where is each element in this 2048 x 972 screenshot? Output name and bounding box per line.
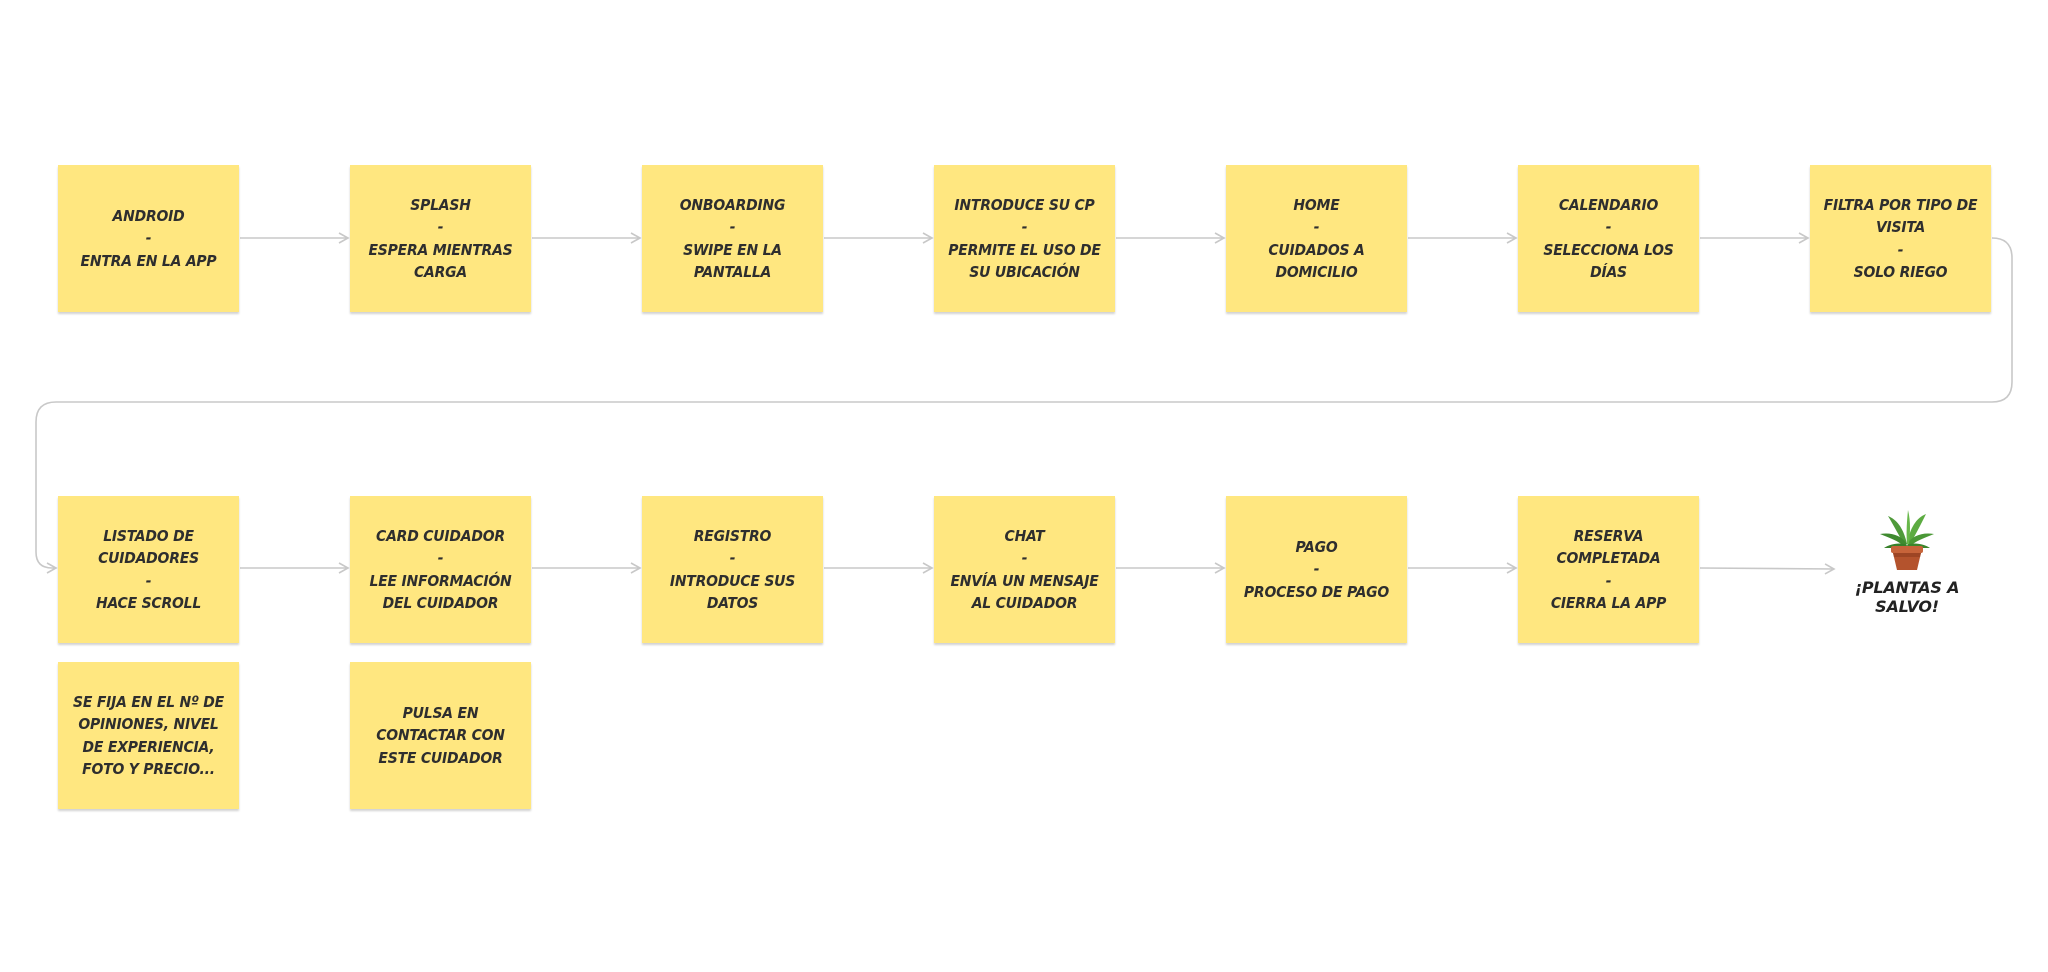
- sticky-note-postal-code[interactable]: Introduce su CP - Permite el uso de su u…: [934, 165, 1115, 312]
- sticky-note-text: Splash - Espera mientras carga: [368, 195, 513, 282]
- sticky-note-text: Pulsa en contactar con este cuidador: [376, 703, 505, 767]
- sticky-note-android[interactable]: Android - Entra en la app: [58, 165, 239, 312]
- sticky-note-registration[interactable]: Registro - Introduce sus datos: [642, 496, 823, 643]
- sticky-note-home[interactable]: Home - Cuidados a domicilio: [1226, 165, 1407, 312]
- sticky-note-text: Android - Entra en la app: [80, 206, 217, 270]
- sticky-note-text: Listado de cuidadores - Hace scroll: [95, 526, 202, 613]
- sticky-note-text: Se fija en el nº de opiniones, nivel de …: [73, 692, 224, 779]
- sticky-note-caregiver-list[interactable]: Listado de cuidadores - Hace scroll: [58, 496, 239, 643]
- sticky-note-text: Chat - Envía un mensaje al cuidador: [950, 526, 1099, 613]
- sticky-note-splash[interactable]: Splash - Espera mientras carga: [350, 165, 531, 312]
- sticky-note-card-detail[interactable]: Pulsa en contactar con este cuidador: [350, 662, 531, 809]
- sticky-note-text: Filtra por tipo de visita - Solo riego: [1823, 195, 1978, 282]
- sticky-note-text: Pago - Proceso de pago: [1243, 537, 1390, 601]
- sticky-note-calendar[interactable]: Calendario - Selecciona los días: [1518, 165, 1699, 312]
- sticky-note-text: Calendario - Selecciona los días: [1543, 195, 1674, 282]
- sticky-note-text: Registro - Introduce sus datos: [669, 526, 796, 613]
- sticky-note-visit-filter[interactable]: Filtra por tipo de visita - Solo riego: [1810, 165, 1991, 312]
- sticky-note-text: Card cuidador - Lee información del cuid…: [369, 526, 512, 613]
- sticky-note-text: Introduce su CP - Permite el uso de su u…: [948, 195, 1101, 282]
- potted-plant-icon: [1880, 510, 1934, 570]
- sticky-note-text: Home - Cuidados a domicilio: [1268, 195, 1365, 282]
- finish-label: ¡Plantas a salvo!: [1854, 578, 1960, 616]
- sticky-note-chat[interactable]: Chat - Envía un mensaje al cuidador: [934, 496, 1115, 643]
- sticky-note-booking-complete[interactable]: Reserva completada - Cierra la app: [1518, 496, 1699, 643]
- flow-end: ¡Plantas a salvo!: [1832, 508, 1982, 616]
- sticky-note-caregiver-card[interactable]: Card cuidador - Lee información del cuid…: [350, 496, 531, 643]
- sticky-note-onboarding[interactable]: Onboarding - Swipe en la pantalla: [642, 165, 823, 312]
- sticky-note-payment[interactable]: Pago - Proceso de pago: [1226, 496, 1407, 643]
- sticky-note-list-detail[interactable]: Se fija en el nº de opiniones, nivel de …: [58, 662, 239, 809]
- sticky-note-text: Onboarding - Swipe en la pantalla: [679, 195, 786, 282]
- connector-r2-6: [1699, 563, 1836, 575]
- sticky-note-text: Reserva completada - Cierra la app: [1550, 526, 1667, 613]
